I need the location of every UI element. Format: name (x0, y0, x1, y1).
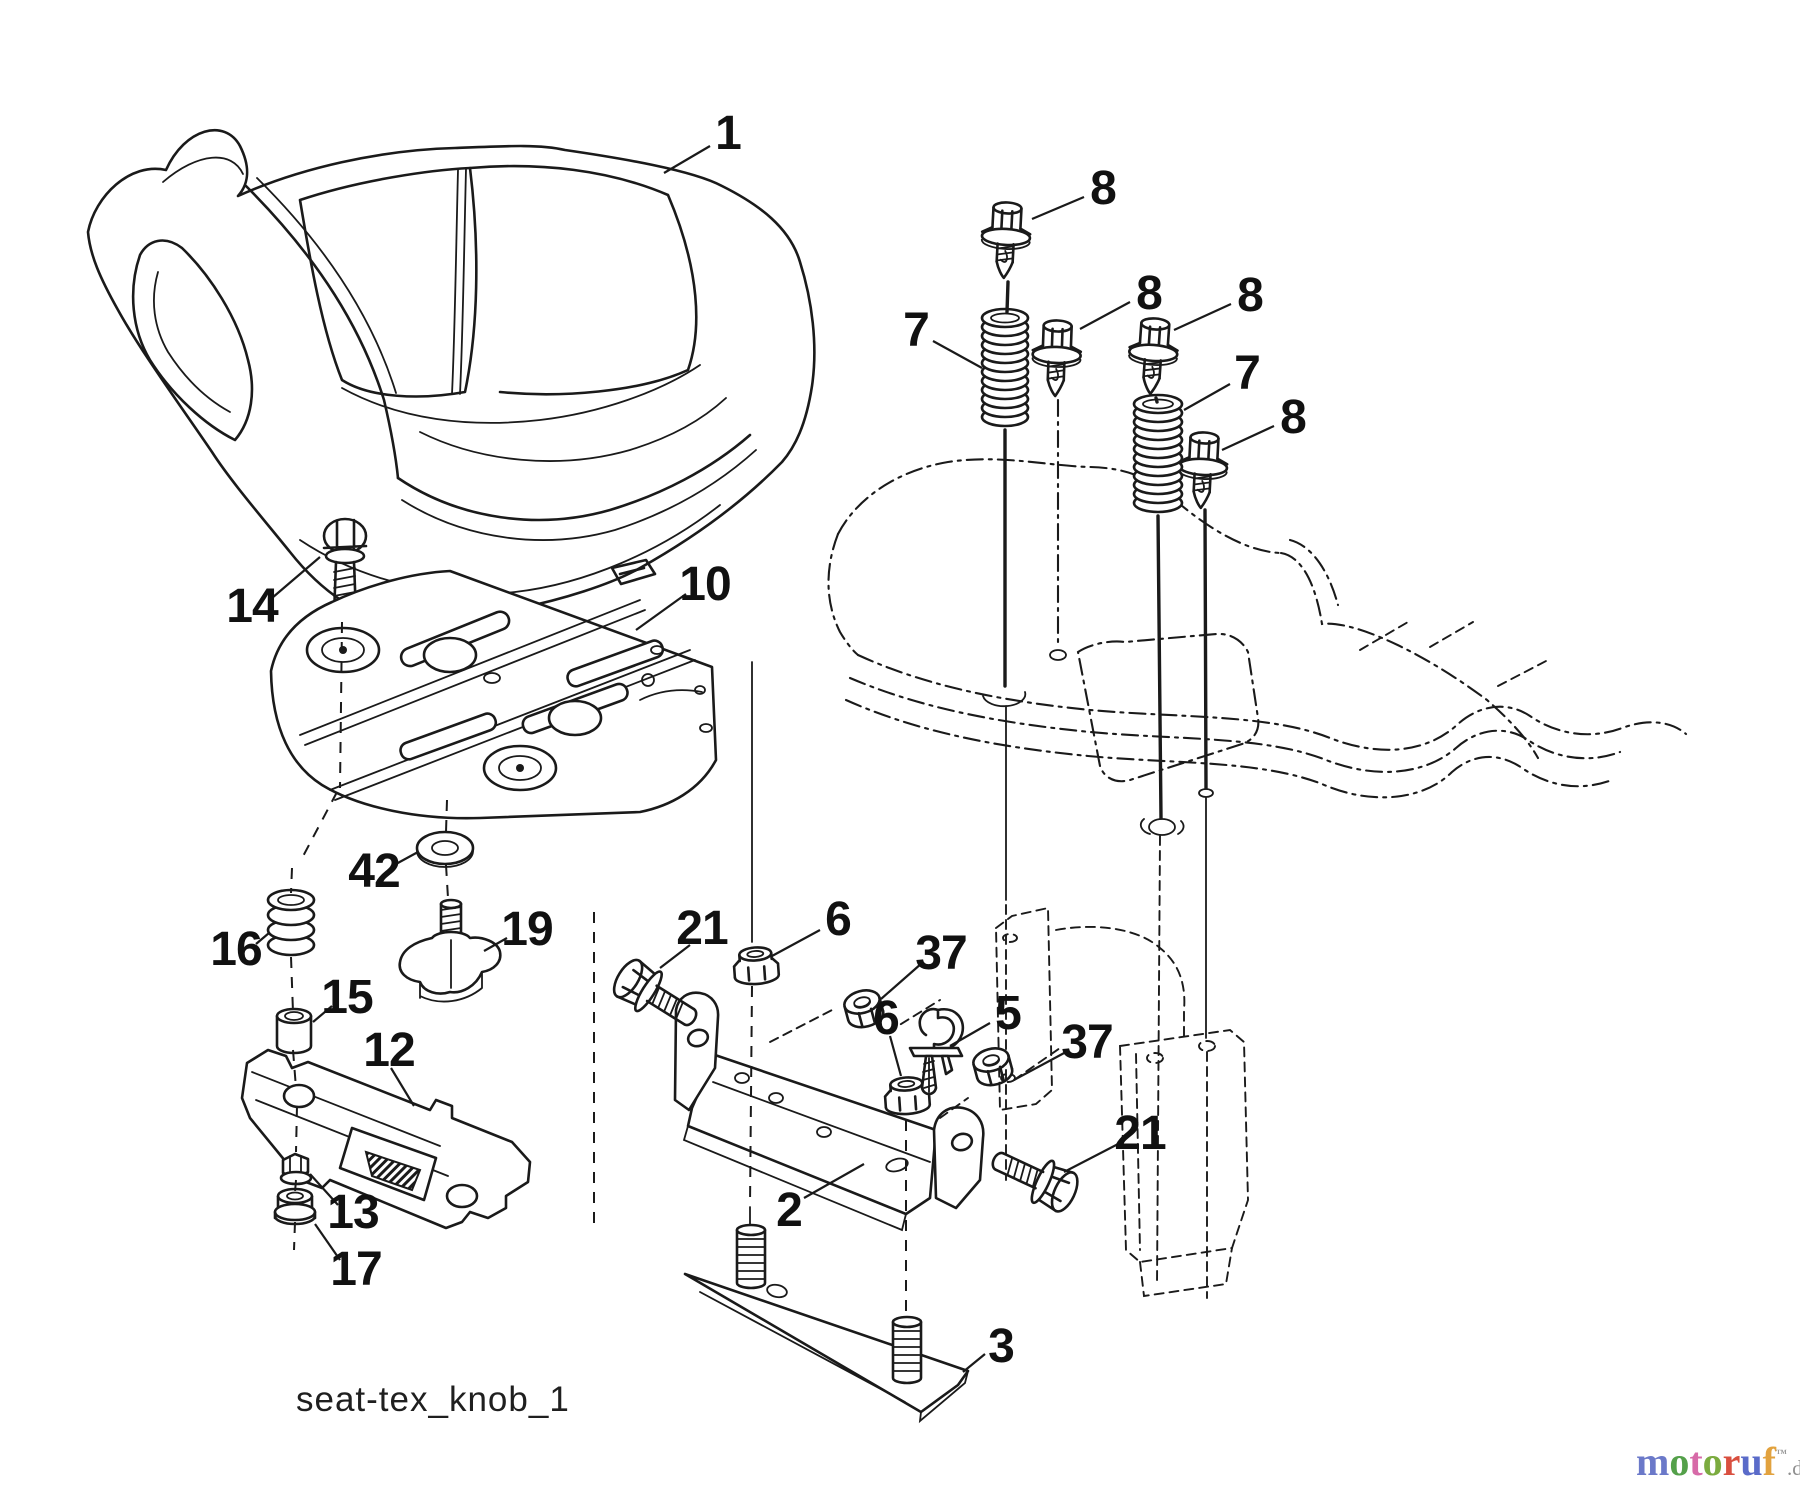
part-label-21L: 21 (676, 902, 728, 955)
part-label-15: 15 (321, 971, 373, 1024)
leader-line (1221, 425, 1275, 451)
wing-knob-19 (398, 898, 502, 1003)
motoruf-logo: motoruf™.de (1636, 1438, 1800, 1485)
leader-line (932, 340, 983, 369)
spring-7-left (980, 307, 1030, 428)
logo-letter: f (1762, 1439, 1776, 1484)
alignment-lines-center (593, 661, 1061, 1316)
bolt-8-mid-left (1029, 318, 1084, 399)
part-label-10: 10 (679, 558, 730, 611)
part-label-8c: 8 (1237, 269, 1263, 322)
part-label-37a: 37 (915, 927, 966, 980)
part-label-1: 1 (715, 107, 741, 160)
leader-line (1183, 383, 1231, 411)
logo-letter: m (1636, 1439, 1670, 1484)
part-label-19: 19 (501, 903, 552, 956)
part-label-8b: 8 (1136, 267, 1162, 320)
bolt-8-lower (1175, 429, 1231, 511)
alignment-lines-left (290, 621, 449, 1251)
leader-line (1013, 1051, 1067, 1081)
bushing-15 (275, 1007, 313, 1055)
leader-line (483, 937, 508, 952)
part-label-2: 2 (776, 1184, 802, 1237)
leader-line (771, 929, 821, 957)
logo-letter: r (1722, 1439, 1741, 1484)
part-label-17: 17 (330, 1243, 381, 1296)
leader-line (1031, 195, 1085, 221)
bolt-21-right (982, 1136, 1085, 1219)
part-label-16: 16 (210, 923, 261, 976)
logo-letter: o (1702, 1439, 1723, 1484)
spring-16 (266, 888, 316, 957)
leader-line (888, 1035, 903, 1077)
seat-plate-10 (269, 569, 718, 820)
part-label-5: 5 (995, 987, 1021, 1040)
logo-letter: t (1689, 1439, 1703, 1484)
logo-tld: .de (1787, 1456, 1800, 1480)
figure-caption: seat-tex_knob_1 (296, 1380, 570, 1419)
leader-line (635, 593, 687, 631)
leader-line (880, 962, 923, 1000)
leader-line (659, 944, 691, 969)
part-label-7b: 7 (1234, 347, 1260, 400)
part-label-6b: 6 (873, 992, 899, 1045)
part-label-8a: 8 (1090, 162, 1116, 215)
leader-line (314, 1223, 341, 1261)
part-label-42: 42 (348, 845, 399, 898)
spring-7-right (1132, 393, 1184, 514)
leader-line (663, 145, 711, 174)
leader-line (390, 1067, 415, 1107)
bolt-8-top (978, 199, 1034, 281)
part-label-14: 14 (226, 580, 279, 633)
part-label-12: 12 (363, 1024, 414, 1077)
seat-bracket-2 (673, 991, 985, 1232)
seat-illustration (86, 128, 816, 626)
retainer-clip-5 (908, 1007, 965, 1096)
leader-line (1079, 301, 1131, 330)
leader-line (312, 1005, 333, 1023)
leader-line (395, 851, 419, 865)
stud-left (735, 1223, 767, 1290)
leader-line (1063, 1142, 1121, 1173)
leader-line (803, 1163, 865, 1199)
stud-right (891, 1315, 923, 1385)
part-label-21R: 21 (1114, 1107, 1166, 1160)
logo-trademark: ™ (1776, 1448, 1787, 1460)
part-label-37b: 37 (1061, 1016, 1112, 1069)
leader-line (271, 556, 321, 599)
leader-line (962, 1353, 986, 1373)
stud-plate-3 (683, 1223, 970, 1424)
part-label-6a: 6 (825, 893, 851, 946)
part-label-8d: 8 (1280, 391, 1306, 444)
fender-outline (827, 458, 1688, 836)
hinge-bracket-dashed (995, 906, 1249, 1298)
part-label-7a: 7 (903, 304, 929, 357)
washer-42 (415, 830, 475, 868)
logo-letter: u (1740, 1439, 1763, 1484)
locknut-6-top (731, 944, 781, 987)
logo-letter: o (1669, 1439, 1690, 1484)
leader-line (1173, 302, 1232, 332)
callouts: 1 8 8 8 7 7 8 14 10 42 16 19 15 12 21 6 … (210, 107, 1307, 1373)
leader-line (309, 1173, 339, 1206)
bolt-8-mid-right (1125, 315, 1181, 397)
part-label-13: 13 (327, 1186, 378, 1239)
leader-line (255, 932, 270, 945)
leader-line (949, 1022, 991, 1047)
alignment-lines-right (1003, 280, 1208, 1299)
nut-13 (279, 1152, 313, 1186)
flange-nut-17 (273, 1187, 317, 1226)
part-label-3: 3 (988, 1320, 1014, 1373)
